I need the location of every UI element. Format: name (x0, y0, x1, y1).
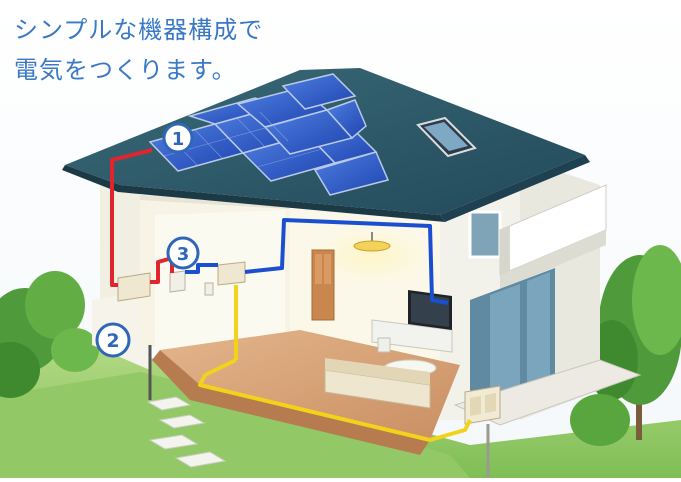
stepping-stones (146, 396, 227, 468)
floor-edge (152, 350, 430, 455)
marker-2-label: 2 (106, 330, 119, 352)
equipment (117, 261, 501, 478)
meter-small (204, 282, 214, 296)
caption-line-1: シンプルな機器構成で (14, 16, 264, 44)
marker-1-label: 1 (172, 129, 185, 150)
junction-box (117, 272, 151, 302)
blue-wire-conditioner-to-board (185, 263, 218, 274)
marker-3-label: 3 (177, 244, 190, 265)
yellow-wire-to-meter (198, 374, 472, 442)
caption-line-2: 電気をつくります。 (14, 56, 237, 84)
yellow-wire-floor (204, 358, 237, 377)
power-conditioner (169, 270, 186, 293)
marker-3: 3 (166, 236, 200, 270)
solar-panel-array (148, 73, 390, 196)
left-trees (0, 271, 99, 398)
marker-2: 2 (95, 322, 131, 358)
lawn-front (0, 372, 470, 478)
blue-wire-board-circuit (244, 218, 449, 305)
right-wing (440, 170, 642, 426)
marker-1: 1 (162, 122, 194, 154)
distribution-board (217, 261, 246, 286)
red-wire-roof-to-junction (110, 148, 153, 287)
